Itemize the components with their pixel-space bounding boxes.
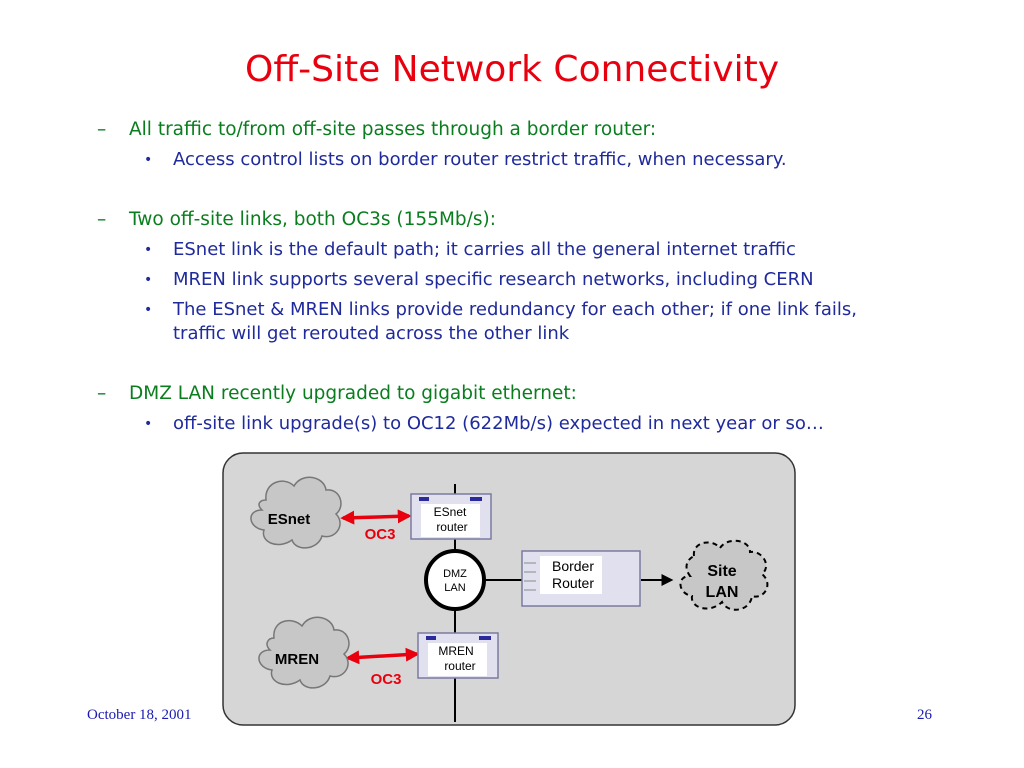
bullet-text-continuation: traffic will get rerouted across the oth…	[173, 323, 570, 344]
border-router-label-line1: Border	[552, 558, 594, 574]
bullet-dot: •	[144, 416, 153, 432]
border-router-label-line2: Router	[552, 575, 594, 591]
bullet-dot: •	[144, 242, 153, 258]
oc3-link-mren	[345, 647, 420, 665]
dmz-label-line2: LAN	[444, 582, 465, 594]
bullet-text: off-site link upgrade(s) to OC12 (622Mb/…	[173, 413, 824, 434]
bullet-level1: – All traffic to/from off-site passes thr…	[97, 118, 656, 142]
bullet-text: All traffic to/from off-site passes thro…	[129, 119, 657, 140]
mren-cloud: MREN	[258, 616, 350, 689]
bullet-level2: • The ESnet & MREN links provide redundan…	[144, 298, 857, 346]
esnet-label: ESnet	[268, 511, 311, 528]
esnet-router-label-line2: router	[436, 520, 467, 534]
dash-marker: –	[97, 383, 107, 404]
site-lan-label-line2: LAN	[706, 584, 739, 601]
site-lan-cloud: Site LAN	[679, 539, 769, 611]
dmz-label-line1: DMZ	[443, 568, 467, 580]
bullet-level2: • MREN link supports several specific res…	[144, 268, 814, 292]
bullet-text: Access control lists on border router re…	[173, 149, 787, 170]
bullet-level2: • off-site link upgrade(s) to OC12 (622Mb…	[144, 412, 824, 436]
bullet-text: ESnet link is the default path; it carri…	[173, 239, 796, 260]
esnet-router-label-line1: ESnet	[434, 505, 467, 519]
bullet-level1: – DMZ LAN recently upgraded to gigabit et…	[97, 382, 577, 406]
oc3-link-esnet	[340, 509, 412, 525]
slide-title: Off-Site Network Connectivity	[244, 49, 780, 90]
dash-marker: –	[97, 209, 107, 230]
oc3-label-bottom: OC3	[371, 671, 402, 688]
bullet-dot: •	[144, 302, 153, 318]
mren-router-label-line2: router	[444, 659, 475, 673]
bullet-text: Two off-site links, both OC3s (155Mb/s):	[129, 209, 496, 230]
border-router: Border Router	[521, 550, 641, 607]
mren-router: MREN router	[417, 632, 499, 679]
bullet-level1: – Two off-site links, both OC3s (155Mb/s)…	[97, 208, 496, 232]
mren-label: MREN	[275, 651, 319, 668]
bullet-dot: •	[144, 152, 153, 168]
page-number: 26	[917, 707, 932, 723]
bullet-text: DMZ LAN recently upgraded to gigabit eth…	[129, 383, 577, 404]
esnet-cloud: ESnet	[250, 476, 342, 549]
site-lan-label-line1: Site	[707, 563, 736, 580]
mren-router-label-line1: MREN	[438, 644, 473, 658]
footer-date: October 18, 2001	[87, 707, 192, 723]
bullet-dot: •	[144, 272, 153, 288]
network-diagram: ESnet MREN Site LAN ESnet router MREN ro…	[222, 452, 796, 726]
oc3-label-top: OC3	[365, 526, 396, 543]
bullet-level2: • ESnet link is the default path; it carr…	[144, 238, 796, 262]
bullet-text: The ESnet & MREN links provide redundanc…	[173, 299, 857, 320]
dash-marker: –	[97, 119, 107, 140]
dmz-lan-hub: DMZ LAN	[424, 549, 486, 611]
bullet-text: MREN link supports several specific rese…	[173, 269, 814, 290]
bullet-level2: • Access control lists on border router r…	[144, 148, 787, 172]
esnet-router: ESnet router	[410, 493, 492, 540]
